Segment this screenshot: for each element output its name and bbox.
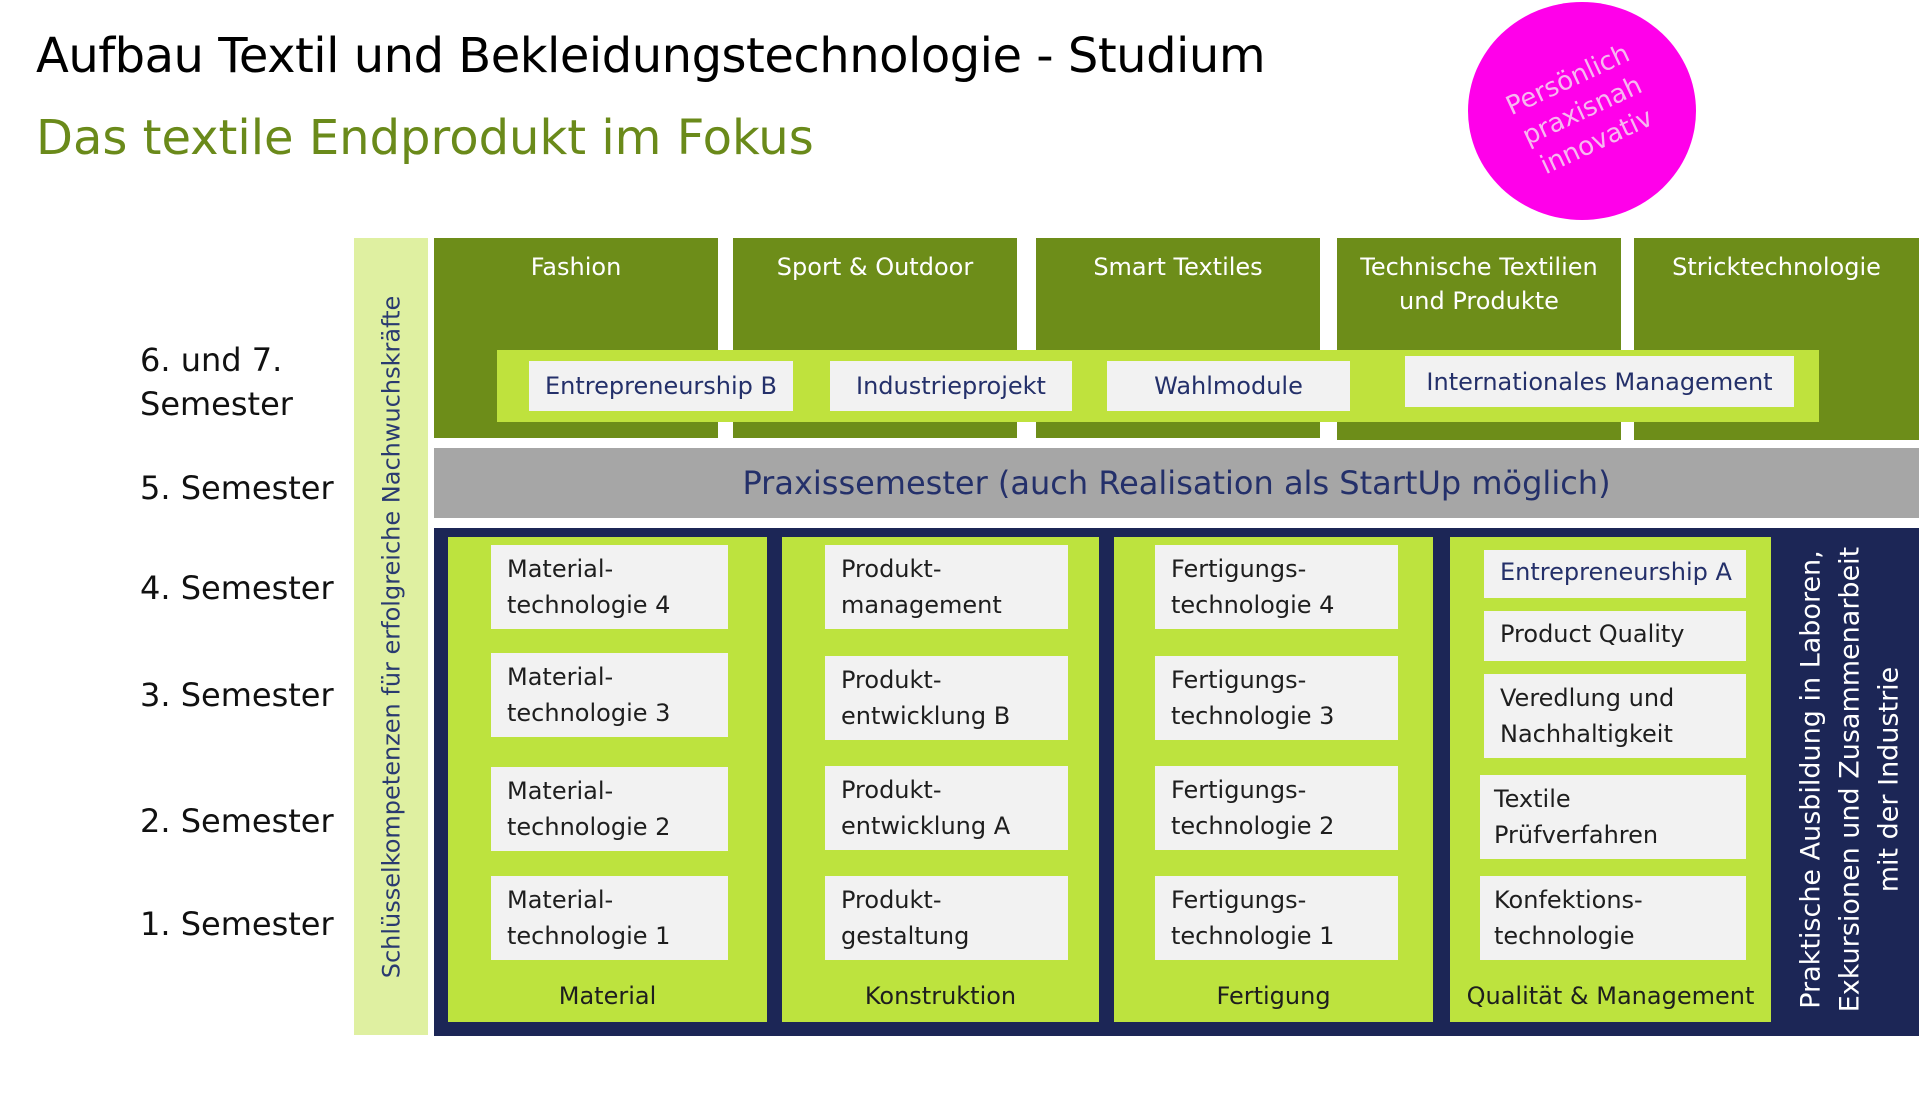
module-line: entwicklung A bbox=[841, 812, 1011, 840]
module-line: Produkt- bbox=[841, 666, 942, 694]
semester-label-6-7-line-2: Semester bbox=[140, 385, 293, 423]
module-line: Konfektions- bbox=[1494, 886, 1643, 914]
practical-training-line-2: Exkursionen und Zusammenarbeit bbox=[1834, 546, 1866, 1012]
module-material-technology-4: Material- technologie 4 bbox=[491, 545, 728, 629]
module-product-management: Produkt- management bbox=[825, 545, 1068, 629]
module-manufacturing-technology-1: Fertigungs- technologie 1 bbox=[1155, 876, 1398, 960]
module-manufacturing-technology-3: Fertigungs- technologie 3 bbox=[1155, 656, 1398, 740]
module-line: Fertigungs- bbox=[1171, 555, 1307, 583]
module-line: Prüfverfahren bbox=[1494, 821, 1659, 849]
module-product-development-b: Produkt- entwicklung B bbox=[825, 656, 1068, 740]
module-finishing-sustainability: Veredlung und Nachhaltigkeit bbox=[1484, 674, 1746, 758]
module-line: Fertigungs- bbox=[1171, 776, 1307, 804]
module-line: Material- bbox=[507, 777, 614, 805]
slogan-text: Persönlich praxisnah innovativ bbox=[1500, 37, 1663, 185]
practical-training-line-3: mit der Industrie bbox=[1873, 666, 1905, 892]
module-line: Produkt- bbox=[841, 886, 942, 914]
slogan-badge: Persönlich praxisnah innovativ bbox=[1468, 2, 1696, 220]
module-line: technologie 1 bbox=[507, 922, 671, 950]
column-label-fertigung: Fertigung bbox=[1216, 982, 1331, 1010]
module-product-development-a: Produkt- entwicklung A bbox=[825, 766, 1068, 850]
module-electives: Wahlmodule bbox=[1107, 361, 1350, 411]
module-line: technologie 2 bbox=[1171, 812, 1335, 840]
module-material-technology-1: Material- technologie 1 bbox=[491, 876, 728, 960]
page-subtitle: Das textile Endprodukt im Fokus bbox=[36, 110, 814, 166]
module-line: entwicklung B bbox=[841, 702, 1011, 730]
module-line: technologie 2 bbox=[507, 813, 671, 841]
module-line: gestaltung bbox=[841, 922, 970, 950]
module-textile-testing: Textile Prüfverfahren bbox=[1480, 775, 1746, 859]
module-line: Material- bbox=[507, 555, 614, 583]
module-manufacturing-technology-2: Fertigungs- technologie 2 bbox=[1155, 766, 1398, 850]
semester-label-5: 5. Semester bbox=[140, 469, 334, 507]
module-entrepreneurship-a: Entrepreneurship A bbox=[1484, 550, 1746, 598]
module-line: Fertigungs- bbox=[1171, 666, 1307, 694]
semester-label-4: 4. Semester bbox=[140, 569, 334, 607]
practical-training-text: Praktische Ausbildung in Laboren, Exkurs… bbox=[1780, 540, 1919, 1018]
module-product-design: Produkt- gestaltung bbox=[825, 876, 1068, 960]
module-entrepreneurship-b: Entrepreneurship B bbox=[529, 361, 793, 411]
module-material-technology-3: Material- technologie 3 bbox=[491, 653, 728, 737]
module-line: Textile bbox=[1494, 785, 1571, 813]
module-line: technologie 4 bbox=[1171, 591, 1335, 619]
module-line: management bbox=[841, 591, 1002, 619]
practical-training-line-1: Praktische Ausbildung in Laboren, bbox=[1795, 549, 1827, 1009]
semester-label-3: 3. Semester bbox=[140, 676, 334, 714]
module-product-quality: Product Quality bbox=[1484, 611, 1746, 661]
key-competences-label: Schlüsselkompetenzen für erfolgreiche Na… bbox=[377, 295, 406, 978]
semester-label-6-7-line-1: 6. und 7. bbox=[140, 341, 283, 379]
module-line: technologie 1 bbox=[1171, 922, 1335, 950]
module-line: technologie 4 bbox=[507, 591, 671, 619]
specialization-technical-line-2: und Produkte bbox=[1399, 287, 1559, 315]
module-manufacturing-technology-4: Fertigungs- technologie 4 bbox=[1155, 545, 1398, 629]
module-line: technologie bbox=[1494, 922, 1635, 950]
module-industry-project: Industrieprojekt bbox=[830, 361, 1072, 411]
module-line: Material- bbox=[507, 663, 614, 691]
specialization-technical-line-1: Technische Textilien bbox=[1360, 253, 1598, 281]
column-label-konstruktion: Konstruktion bbox=[864, 982, 1017, 1010]
column-label-material: Material bbox=[558, 982, 657, 1010]
key-competences-bar: Schlüsselkompetenzen für erfolgreiche Na… bbox=[354, 238, 428, 1035]
column-label-quality-management: Qualität & Management bbox=[1466, 982, 1755, 1010]
module-line: technologie 3 bbox=[1171, 702, 1335, 730]
semester-label-1: 1. Semester bbox=[140, 905, 334, 943]
module-line: Produkt- bbox=[841, 776, 942, 804]
module-line: Veredlung und bbox=[1500, 684, 1675, 712]
module-line: Fertigungs- bbox=[1171, 886, 1307, 914]
module-garment-technology: Konfektions- technologie bbox=[1480, 876, 1746, 960]
semester-label-6-7: 6. und 7. Semester bbox=[140, 338, 293, 426]
practical-semester-bar: Praxissemester (auch Realisation als Sta… bbox=[434, 448, 1919, 518]
module-line: Material- bbox=[507, 886, 614, 914]
module-international-management: Internationales Management bbox=[1405, 356, 1794, 407]
semester-label-2: 2. Semester bbox=[140, 802, 334, 840]
module-line: Produkt- bbox=[841, 555, 942, 583]
module-line: Nachhaltigkeit bbox=[1500, 720, 1673, 748]
page-title: Aufbau Textil und Bekleidungstechnologie… bbox=[36, 28, 1266, 84]
practical-training-lines: Praktische Ausbildung in Laboren, Exkurs… bbox=[1792, 546, 1909, 1012]
module-material-technology-2: Material- technologie 2 bbox=[491, 767, 728, 851]
module-line: technologie 3 bbox=[507, 699, 671, 727]
